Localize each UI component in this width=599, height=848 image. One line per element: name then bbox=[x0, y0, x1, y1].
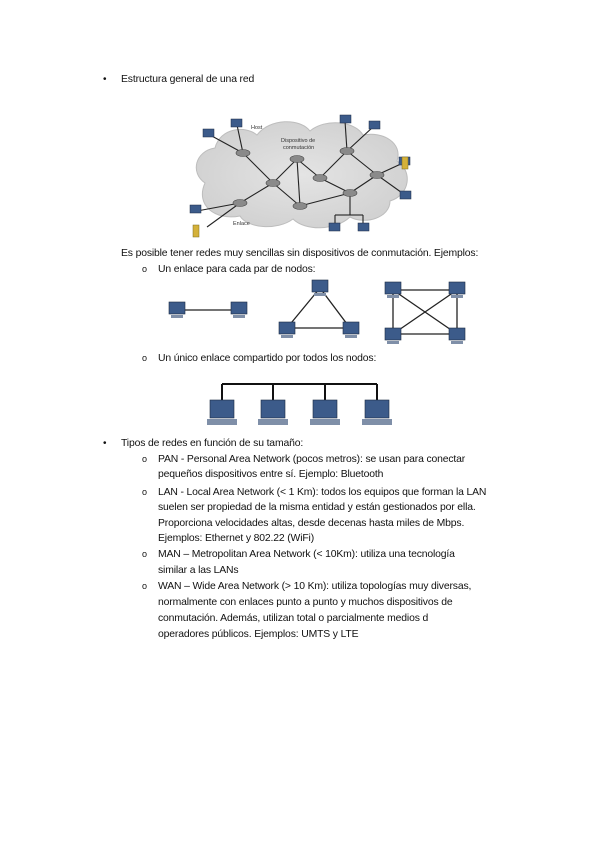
lan-line: Proporciona velocidades altas, desde dec… bbox=[158, 518, 465, 529]
list-marker: o bbox=[142, 581, 148, 591]
bullet: • bbox=[103, 74, 107, 85]
bullet: • bbox=[103, 438, 107, 449]
list-marker: o bbox=[142, 264, 148, 274]
label-switch-line1: Dispositivo de bbox=[281, 138, 315, 144]
list-marker: o bbox=[142, 549, 148, 559]
man-line: MAN – Metropolitan Area Network (< 10Km)… bbox=[158, 549, 455, 560]
bus-diagram bbox=[207, 383, 392, 425]
list-marker: o bbox=[142, 353, 148, 363]
switch-nodes bbox=[232, 147, 385, 210]
label-link: Enlace bbox=[233, 221, 250, 227]
section-heading-types: Tipos de redes en función de su tamaño: bbox=[121, 438, 304, 449]
node-bases bbox=[171, 293, 463, 344]
label-switch-line2: conmutación bbox=[283, 145, 314, 151]
man-line: similar a las LANs bbox=[158, 565, 239, 576]
lan-line: Ejemplos: Ethernet y 802.22 (WiFi) bbox=[158, 533, 315, 544]
phone-devices bbox=[192, 156, 409, 238]
shared-link-item: Un único enlace compartido por todos los… bbox=[158, 353, 377, 364]
bus-computers bbox=[209, 399, 390, 419]
wan-line: operadores públicos. Ejemplos: UMTS y LT… bbox=[158, 629, 359, 640]
node-computers bbox=[168, 279, 466, 341]
list-marker: o bbox=[142, 454, 148, 464]
network-diagram: Host Dispositivo de conmutación Enlace bbox=[189, 114, 412, 238]
point-to-point-item: Un enlace para cada par de nodos: bbox=[158, 264, 316, 275]
section-heading-structure: Estructura general de una red bbox=[121, 74, 255, 85]
label-host: Host bbox=[251, 125, 263, 131]
pan-line: pequeños dispositivos entre sí. Ejemplo:… bbox=[158, 469, 384, 480]
lan-line: LAN - Local Area Network (< 1 Km): todos… bbox=[158, 487, 487, 498]
list-marker: o bbox=[142, 487, 148, 497]
pan-line: PAN - Personal Area Network (pocos metro… bbox=[158, 454, 466, 465]
lan-line: suelen ser propiedad de la misma entidad… bbox=[158, 502, 476, 513]
point-to-point-diagrams bbox=[168, 279, 466, 344]
network-cloud bbox=[195, 121, 408, 229]
bus-computer-bases bbox=[207, 419, 392, 425]
simple-networks-intro: Es posible tener redes muy sencillas sin… bbox=[121, 248, 479, 259]
wan-line: conmutación. Además, utilizan total o pa… bbox=[158, 613, 429, 624]
wan-line: WAN – Wide Area Network (> 10 Km): utili… bbox=[158, 581, 472, 592]
wan-line: normalmente con enlaces punto a punto y … bbox=[158, 597, 453, 608]
